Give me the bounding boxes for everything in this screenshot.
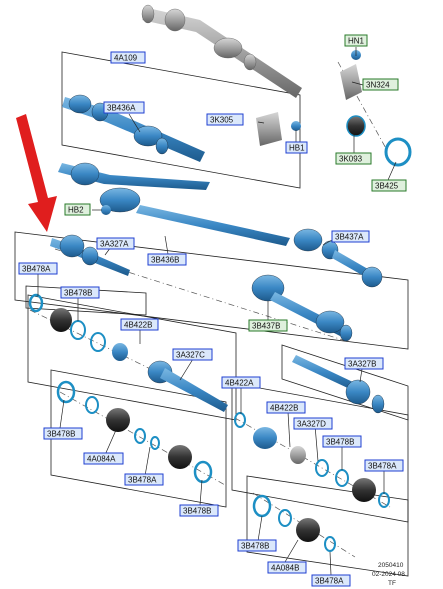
svg-text:3B478A: 3B478A [315, 577, 344, 586]
svg-text:3K305: 3K305 [210, 116, 234, 125]
footer-code: 2050410 [378, 562, 404, 569]
label-3b478b-3: 3B478B [322, 435, 362, 448]
svg-text:3A327A: 3A327A [100, 240, 129, 249]
svg-text:3B478A: 3B478A [128, 476, 157, 485]
svg-text:3N324: 3N324 [366, 81, 390, 90]
svg-text:4A084B: 4A084B [271, 564, 299, 573]
label-4b422b-1: 4B422B [120, 318, 159, 331]
svg-text:3B436B: 3B436B [151, 256, 179, 265]
label-3b436b: 3B436B [147, 253, 187, 266]
svg-text:3A327C: 3A327C [176, 351, 205, 360]
label-4b422b-2: 4B422B [266, 401, 306, 414]
svg-text:3B437B: 3B437B [252, 322, 280, 331]
svg-text:3B478B: 3B478B [241, 542, 269, 551]
footer-initials: TF [388, 580, 396, 587]
label-3b437b: 3B437B [248, 319, 288, 332]
label-3b437a: 3B437A [331, 230, 370, 243]
svg-text:4A109: 4A109 [114, 54, 138, 63]
label-3b478a-2: 3B478A [124, 473, 164, 486]
svg-text:3B478B: 3B478B [326, 438, 354, 447]
frame-3b478a-kit [25, 285, 147, 316]
label-hb1: HB1 [285, 141, 308, 154]
label-3a327c: 3A327C [172, 348, 213, 361]
label-3b478a-1: 3B478A [18, 262, 58, 275]
frame-4a109 [61, 51, 301, 189]
footer-date: 02-2024 08 [372, 571, 405, 578]
shaft-3b437a [58, 162, 383, 288]
shaft-3a327c [147, 360, 228, 412]
svg-text:3B478A: 3B478A [368, 462, 397, 471]
label-3b478b-4: 3B478B [179, 504, 219, 517]
frame-boot-kit-a [50, 369, 227, 508]
label-4a084b: 4A084B [267, 561, 307, 574]
svg-text:4A084A: 4A084A [87, 455, 116, 464]
label-3b478b-5: 3B478B [237, 539, 277, 552]
label-hb2: HB2 [64, 203, 91, 216]
frame-main-assembly [14, 231, 409, 350]
svg-text:3B478B: 3B478B [64, 289, 92, 298]
svg-text:HN1: HN1 [348, 37, 365, 46]
center-lines [29, 61, 391, 558]
label-3k305: 3K305 [206, 113, 244, 126]
label-3b478a-3: 3B478A [364, 459, 404, 472]
label-3a327b: 3A327B [344, 357, 384, 370]
label-hn1: HN1 [344, 34, 368, 47]
shaft-3a327a [50, 234, 130, 276]
svg-text:HB1: HB1 [289, 144, 305, 153]
svg-text:4B422B: 4B422B [124, 321, 152, 330]
svg-text:HB2: HB2 [68, 206, 84, 215]
label-4a109: 4A109 [110, 51, 146, 64]
red-arrow-pointer [16, 114, 57, 232]
label-3b425: 3B425 [371, 179, 407, 192]
grey-drive-shaft [141, 4, 302, 98]
svg-text:4B422B: 4B422B [270, 404, 298, 413]
label-3a327a: 3A327A [96, 237, 135, 250]
svg-text:3B436A: 3B436A [107, 104, 136, 113]
svg-text:3A327D: 3A327D [297, 420, 326, 429]
diagram-footer: 2050410 02-2024 08 TF [372, 562, 405, 587]
label-4a084a: 4A084A [83, 452, 124, 465]
shaft-3a327b [292, 355, 385, 414]
svg-text:3B478B: 3B478B [47, 430, 75, 439]
label-3k093: 3K093 [335, 152, 372, 165]
svg-text:3B425: 3B425 [375, 182, 399, 191]
svg-text:3B478B: 3B478B [183, 507, 211, 516]
label-3b478b-2: 3B478B [43, 427, 83, 440]
shaft-3b437b [251, 274, 353, 342]
label-3b436a: 3B436A [103, 101, 145, 114]
label-4b422a: 4B422A [221, 376, 261, 389]
label-3a327d: 3A327D [293, 417, 333, 430]
label-3b478b-1: 3B478B [60, 286, 100, 299]
label-3b478a-4: 3B478A [311, 574, 351, 587]
svg-text:3K093: 3K093 [339, 155, 363, 164]
svg-text:3B437A: 3B437A [335, 233, 364, 242]
small-parts [28, 50, 412, 552]
shaft-3b436a [62, 94, 205, 162]
leader-lines [37, 47, 397, 576]
label-3n324: 3N324 [362, 78, 399, 91]
assembly-frames [14, 51, 409, 577]
svg-text:3B478A: 3B478A [22, 265, 51, 274]
svg-text:4B422A: 4B422A [225, 379, 254, 388]
svg-text:3A327B: 3A327B [348, 360, 376, 369]
